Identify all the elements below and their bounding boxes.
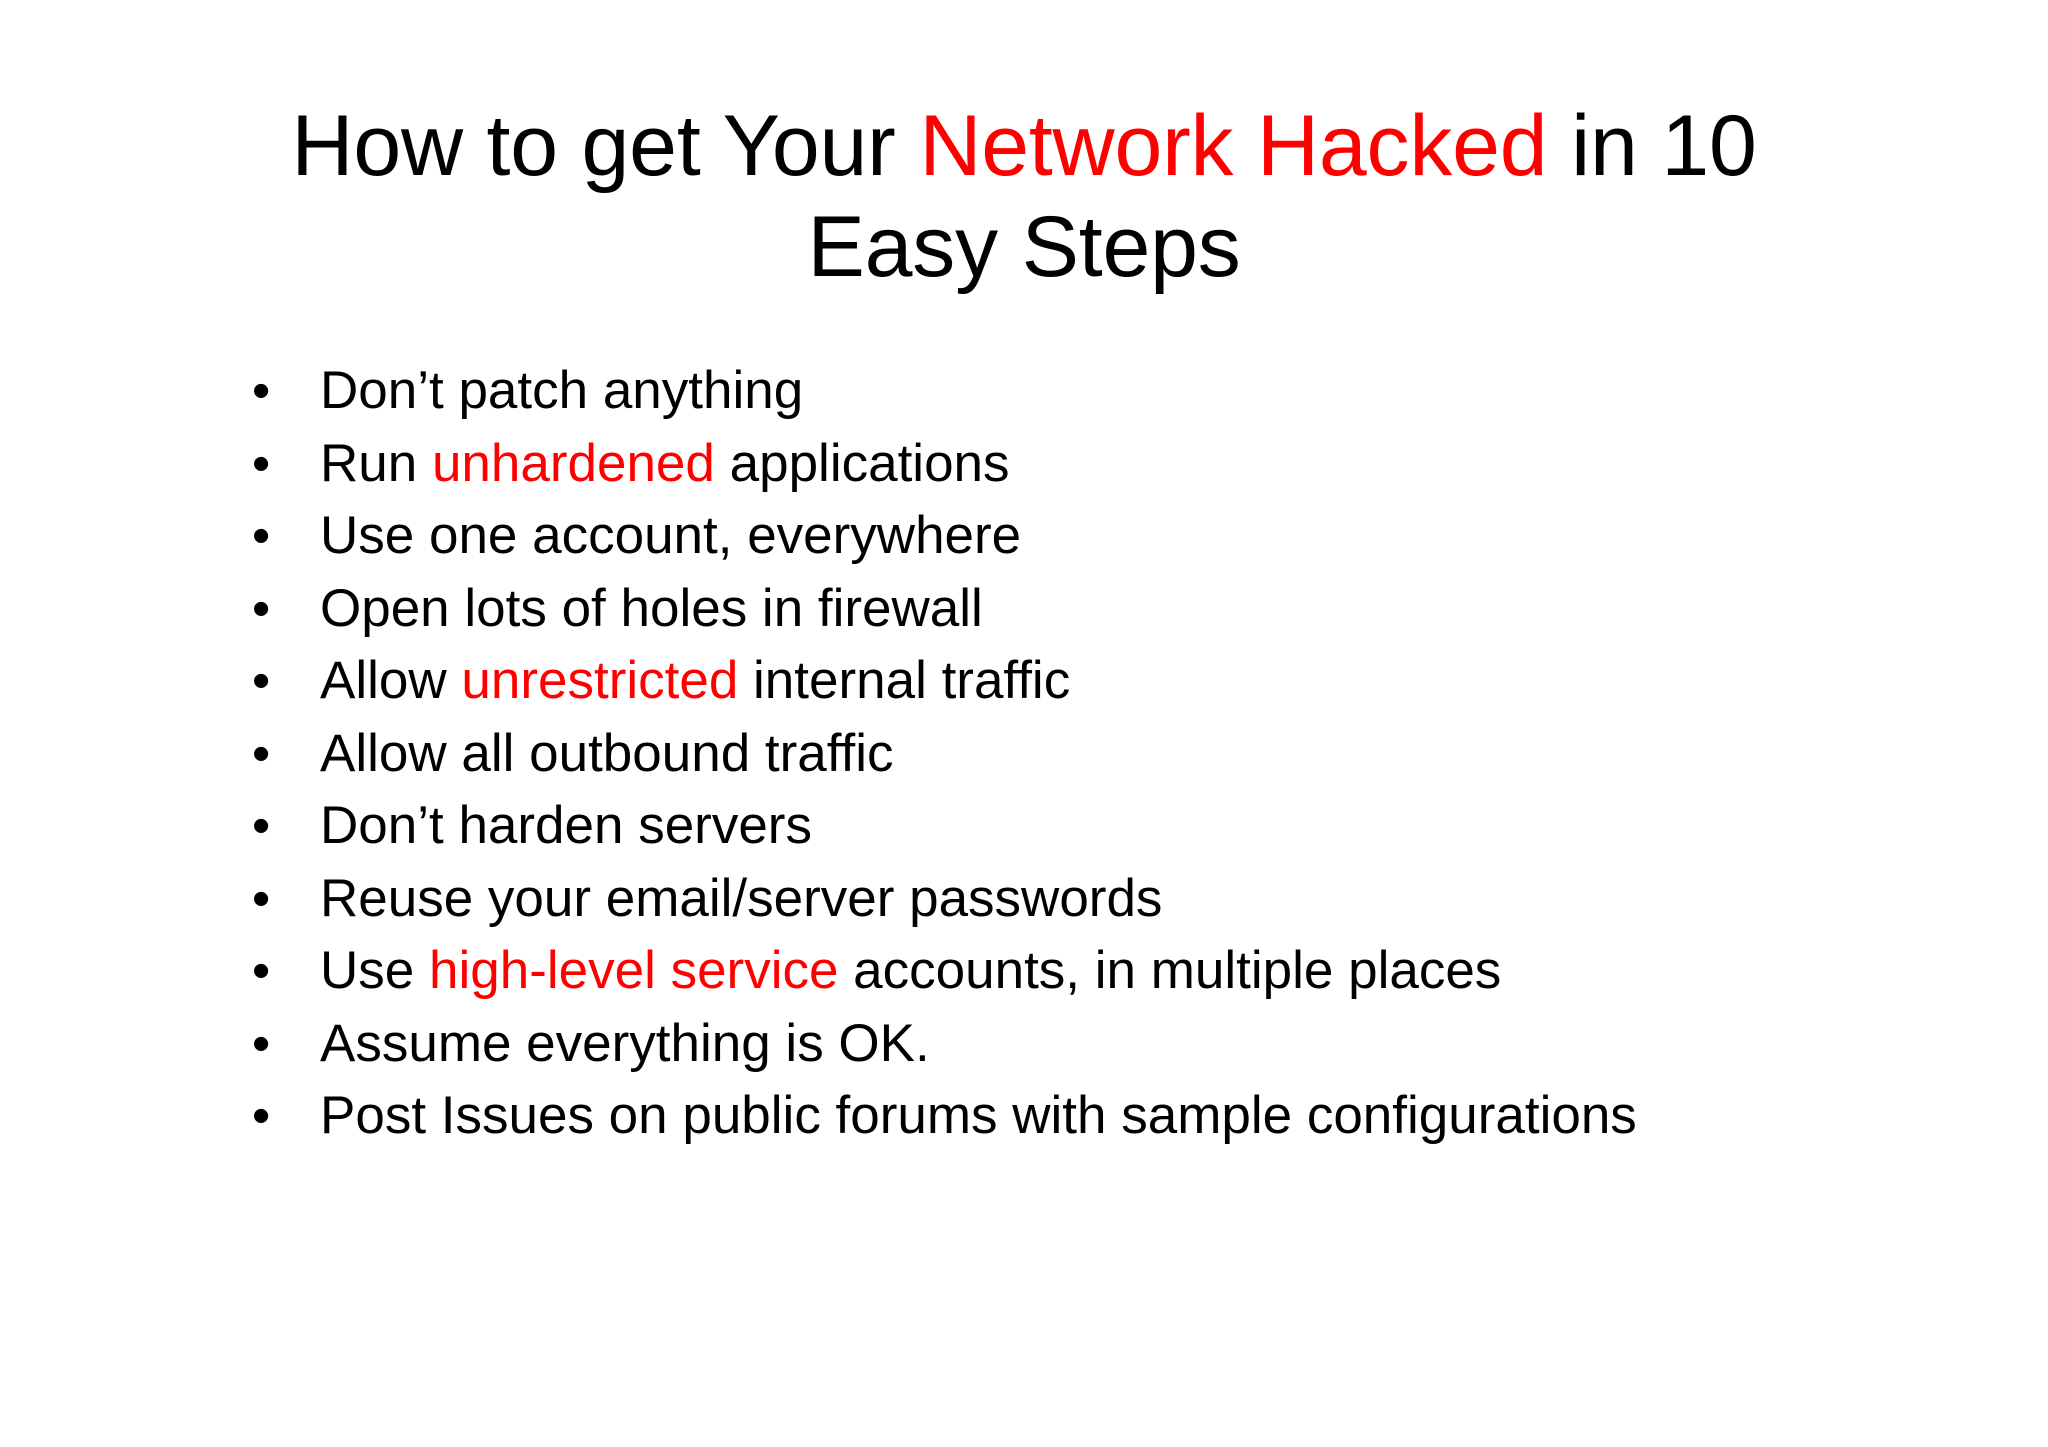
bullet-point-icon: • <box>252 1087 271 1145</box>
bullet-list: • Don’t patch anything • Run unhardened … <box>252 364 1952 1162</box>
list-item-text-pre: Post Issues on public forums with sample… <box>320 1086 1637 1145</box>
list-item: • Reuse your email/server passwords <box>252 872 1952 945</box>
list-item-text: Allow unrestricted internal traffic <box>320 654 1952 707</box>
list-item-text: Post Issues on public forums with sample… <box>320 1089 1952 1142</box>
list-item-text: Reuse your email/server passwords <box>320 872 1952 925</box>
list-item: • Don’t patch anything <box>252 364 1952 437</box>
list-item-text-pre: Open lots of holes in firewall <box>320 578 983 638</box>
list-item-text: Use one account, everywhere <box>320 509 1952 562</box>
list-item-text-pre: Use <box>320 941 429 1000</box>
list-item-text: Run unhardened applications <box>320 437 1952 490</box>
list-item: • Post Issues on public forums with samp… <box>252 1089 1952 1162</box>
list-item-text: Open lots of holes in firewall <box>320 582 1952 635</box>
bullet-point-icon: • <box>252 869 271 928</box>
list-item-text-accent: unhardened <box>431 433 715 493</box>
title-line-2: Easy Steps <box>807 199 1241 296</box>
list-item: • Assume everything is OK. <box>252 1017 1952 1090</box>
list-item-text-pre: Run <box>320 433 432 493</box>
list-item: • Allow unrestricted internal traffic <box>252 654 1952 727</box>
title-text-accent: Network Hacked <box>919 98 1548 194</box>
page-title: How to get Your Network Hacked in 10 Eas… <box>150 96 1898 299</box>
list-item-text-accent: high-level service <box>428 941 839 1000</box>
list-item-text: Allow all outbound traffic <box>320 727 1952 780</box>
list-item-text-post: accounts, in multiple places <box>838 941 1502 1000</box>
list-item-text-pre: Don’t harden servers <box>320 796 812 855</box>
list-item-text-post: applications <box>714 433 1010 493</box>
list-item-text: Assume everything is OK. <box>320 1017 1952 1070</box>
bullet-point-icon: • <box>252 652 271 710</box>
bullet-point-icon: • <box>252 1014 271 1073</box>
list-item: • Use high-level service accounts, in mu… <box>252 944 1952 1017</box>
list-item-text-pre: Allow all outbound traffic <box>320 723 894 783</box>
list-item: • Allow all outbound traffic <box>252 727 1952 800</box>
list-item: • Run unhardened applications <box>252 437 1952 510</box>
title-line-1: How to get Your Network Hacked in 10 <box>150 96 1898 197</box>
bullet-point-icon: • <box>252 362 271 420</box>
list-item-text-pre: Allow <box>320 651 462 710</box>
list-item-text-post: internal traffic <box>738 651 1071 710</box>
bullet-point-icon: • <box>252 579 271 638</box>
list-item-text-pre: Reuse your email/server passwords <box>320 868 1163 928</box>
list-item-text-pre: Use one account, everywhere <box>320 506 1022 565</box>
bullet-point-icon: • <box>252 507 271 565</box>
title-text-pre: How to get Your <box>291 98 920 194</box>
list-item-text-pre: Don’t patch anything <box>320 361 804 420</box>
list-item: • Open lots of holes in firewall <box>252 582 1952 655</box>
bullet-point-icon: • <box>252 797 271 855</box>
bullet-point-icon: • <box>252 724 271 783</box>
list-item-text-pre: Assume everything is OK. <box>320 1013 930 1073</box>
list-item-text: Use high-level service accounts, in mult… <box>320 944 1952 997</box>
list-item: • Use one account, everywhere <box>252 509 1952 582</box>
bullet-point-icon: • <box>252 942 271 1000</box>
list-item-text: Don’t patch anything <box>320 364 1952 417</box>
title-text-post: in 10 <box>1547 98 1757 194</box>
bullet-point-icon: • <box>252 434 271 493</box>
list-item-text-accent: unrestricted <box>461 651 739 710</box>
list-item-text: Don’t harden servers <box>320 799 1952 852</box>
list-item: • Don’t harden servers <box>252 799 1952 872</box>
